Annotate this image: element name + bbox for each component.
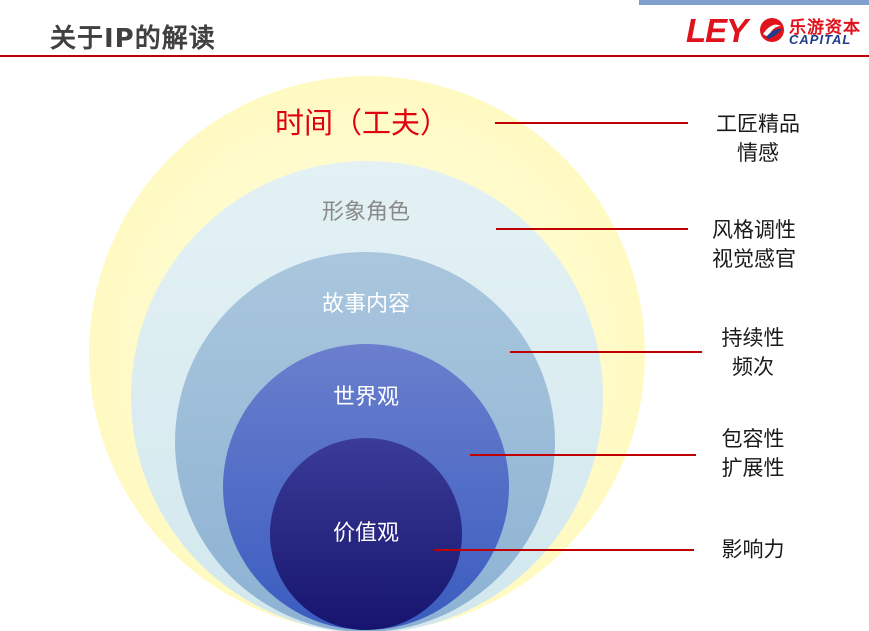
annotation-time: 工匠精品 情感	[716, 110, 800, 168]
header-divider	[0, 55, 869, 57]
ring-label-worldview: 世界观	[332, 385, 400, 410]
annotation-line: 影响力	[721, 537, 785, 562]
ring-label-values: 价值观	[332, 521, 400, 546]
annotation-story: 持续性 频次	[722, 324, 785, 382]
annotation-values: 影响力	[722, 536, 785, 565]
logo-chinese-name: 乐游资本	[789, 18, 861, 38]
annotation-line: 频次	[732, 355, 774, 379]
annotation-worldview: 包容性 扩展性	[722, 425, 785, 483]
annotation-line: 情感	[737, 141, 779, 165]
logo-swirl-icon	[760, 18, 784, 42]
annotation-image: 风格调性 视觉感官	[712, 216, 796, 274]
ring-label-time: 时间（工夫）	[274, 106, 450, 140]
logo-english-name: CAPITAL	[789, 32, 852, 47]
annotation-line: 工匠精品	[716, 112, 800, 136]
logo-letters: LEY	[686, 12, 748, 49]
ring-label-story: 故事内容	[321, 292, 411, 317]
annotation-line: 风格调性	[712, 218, 796, 242]
header-accent-bar	[639, 0, 869, 5]
annotation-line: 持续性	[721, 326, 785, 350]
annotation-line: 包容性	[721, 427, 785, 451]
annotation-line: 扩展性	[721, 456, 785, 480]
brand-logo: LEY 乐游资本 CAPITAL	[686, 10, 866, 50]
page-title: 关于IP的解读	[50, 24, 216, 54]
ring-values	[270, 438, 462, 630]
ring-label-image: 形象角色	[321, 200, 411, 225]
annotation-line: 视觉感官	[712, 247, 796, 271]
